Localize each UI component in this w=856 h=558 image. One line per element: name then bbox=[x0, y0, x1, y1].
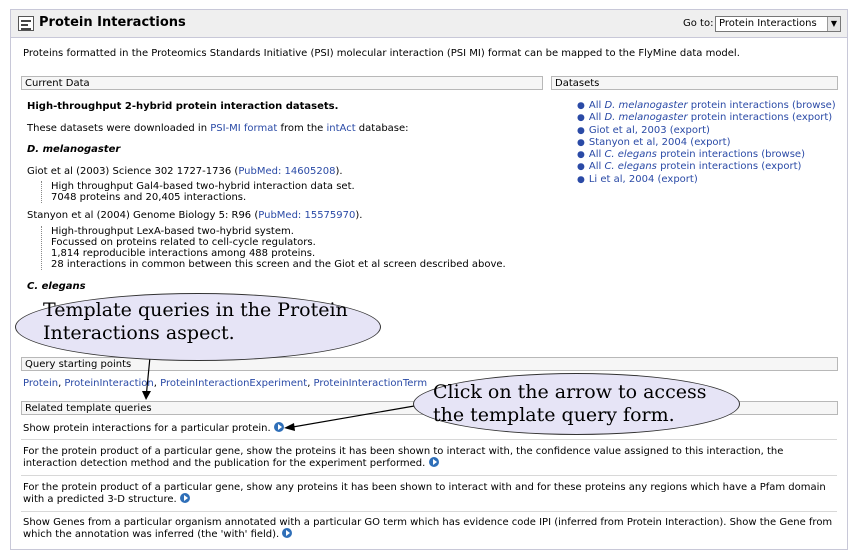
stanyon-pubmed-link[interactable]: PubMed: 15575970 bbox=[258, 210, 356, 221]
callout-text-line: Template queries in the Protein bbox=[43, 299, 348, 321]
template-query-description: For the protein product of a particular … bbox=[23, 482, 826, 505]
qsp-link-protein[interactable]: Protein bbox=[23, 378, 59, 389]
giot-detail-line: 7048 proteins and 20,405 interactions. bbox=[51, 192, 247, 203]
bullet-icon: ● bbox=[577, 150, 585, 161]
dmel-heading: D. melanogaster bbox=[27, 144, 121, 155]
dataset-item[interactable]: ● Li et al, 2004 (export) bbox=[577, 174, 836, 186]
divider bbox=[21, 511, 837, 512]
qsp-link-proteininteractionterm[interactable]: ProteinInteractionTerm bbox=[313, 378, 428, 389]
intro-text: Proteins formatted in the Proteomics Sta… bbox=[23, 48, 740, 59]
dataset-item[interactable]: ● Stanyon et al, 2004 (export) bbox=[577, 137, 836, 149]
dataset-link-pre: All bbox=[588, 161, 605, 173]
aspect-icon bbox=[18, 16, 34, 31]
datasets-heading: Datasets bbox=[551, 76, 838, 90]
callout-template-queries: Template queries in the Protein Interact… bbox=[15, 293, 381, 361]
qsp-link-proteininteraction[interactable]: ProteinInteraction bbox=[64, 378, 154, 389]
callout-text-line: Interactions aspect. bbox=[43, 322, 235, 344]
stanyon-reference: Stanyon et al (2004) Genome Biology 5: R… bbox=[27, 210, 362, 221]
download-text-post: database: bbox=[355, 123, 409, 134]
dataset-link[interactable]: Li et al, 2004 (export) bbox=[589, 174, 698, 185]
download-text-pre: These datasets were downloaded in bbox=[27, 123, 211, 134]
bullet-icon: ● bbox=[577, 162, 585, 173]
callout-arrow-access: Click on the arrow to access the templat… bbox=[413, 373, 740, 435]
celegans-heading: C. elegans bbox=[27, 281, 86, 292]
dataset-link[interactable]: All C. elegans protein interactions (exp… bbox=[589, 161, 802, 172]
chevron-down-icon[interactable]: ▼ bbox=[827, 17, 840, 31]
dataset-item[interactable]: ●All C. elegans protein interactions (ex… bbox=[577, 161, 836, 173]
current-data-subtitle: High-throughput 2-hybrid protein interac… bbox=[27, 101, 339, 112]
template-query-item: For the protein product of a particular … bbox=[23, 482, 837, 505]
stanyon-detail-line: 1,814 reproducible interactions among 48… bbox=[51, 248, 316, 259]
intact-link[interactable]: intAct bbox=[326, 123, 356, 134]
template-query-description: Show protein interactions for a particul… bbox=[23, 423, 271, 434]
stanyon-ref-text: Stanyon et al (2004) Genome Biology 5: R… bbox=[27, 210, 259, 221]
dataset-link[interactable]: All D. melanogaster protein interactions… bbox=[589, 100, 836, 111]
divider bbox=[21, 439, 837, 440]
giot-details: High throughput Gal4-based two-hybrid in… bbox=[41, 181, 355, 203]
giot-pubmed-link[interactable]: PubMed: 14605208 bbox=[238, 166, 336, 177]
dataset-link-species: C. elegans bbox=[604, 149, 657, 161]
dataset-link-pre: All bbox=[588, 149, 605, 161]
dataset-item[interactable]: ● Giot et al, 2003 (export) bbox=[577, 125, 836, 137]
bullet-icon: ● bbox=[577, 113, 585, 124]
dataset-link-species: D. melanogaster bbox=[604, 112, 688, 124]
template-query-description: Show Genes from a particular organism an… bbox=[23, 517, 833, 540]
stanyon-detail-line: Focussed on proteins related to cell-cyc… bbox=[51, 237, 316, 248]
qsp-link-proteininteractionexperiment[interactable]: ProteinInteractionExperiment bbox=[160, 378, 308, 389]
dataset-link-pre: All bbox=[588, 112, 605, 124]
panel-header: Protein Interactions Go to: Protein Inte… bbox=[11, 10, 847, 38]
datasets-list: ●All D. melanogaster protein interaction… bbox=[577, 100, 836, 186]
arrow-right-circle-icon[interactable] bbox=[428, 457, 439, 467]
download-source-text: These datasets were downloaded in PSI-MI… bbox=[27, 123, 409, 134]
stanyon-detail-line: 28 interactions in common between this s… bbox=[51, 259, 506, 270]
dataset-link-post: protein interactions (browse) bbox=[656, 149, 805, 161]
dataset-link-post: protein interactions (browse) bbox=[687, 100, 836, 111]
template-query-description: For the protein product of a particular … bbox=[23, 446, 784, 469]
arrow-right-circle-icon[interactable] bbox=[179, 493, 190, 503]
protein-interactions-panel: Protein Interactions Go to: Protein Inte… bbox=[10, 9, 848, 550]
download-text-mid: from the bbox=[277, 123, 327, 134]
page-title: Protein Interactions bbox=[39, 15, 186, 30]
dataset-link-pre: All bbox=[588, 100, 605, 111]
giot-detail-line: High throughput Gal4-based two-hybrid in… bbox=[51, 181, 355, 192]
bullet-icon: ● bbox=[577, 101, 585, 111]
arrow-right-circle-icon[interactable] bbox=[273, 422, 284, 432]
dataset-link-pre: Li et al, 2004 (export) bbox=[588, 173, 698, 185]
dataset-item[interactable]: ●All D. melanogaster protein interaction… bbox=[577, 112, 836, 124]
psi-mi-link[interactable]: PSI-MI format bbox=[210, 123, 278, 134]
callout-text-line: Click on the arrow to access bbox=[433, 381, 707, 403]
dataset-link[interactable]: All D. melanogaster protein interactions… bbox=[589, 112, 832, 123]
dataset-link-post: protein interactions (export) bbox=[687, 112, 833, 124]
template-query-item: Show protein interactions for a particul… bbox=[23, 422, 837, 434]
stanyon-detail-line: High-throughput LexA-based two-hybrid sy… bbox=[51, 226, 294, 237]
template-query-item: Show Genes from a particular organism an… bbox=[23, 517, 837, 540]
dataset-link-species: C. elegans bbox=[604, 161, 657, 173]
goto-select[interactable]: Protein Interactions ▼ bbox=[715, 16, 841, 32]
query-starting-points-links: Protein, ProteinInteraction, ProteinInte… bbox=[23, 378, 428, 389]
current-data-heading: Current Data bbox=[21, 76, 543, 90]
dataset-link-species: D. melanogaster bbox=[604, 100, 688, 111]
dataset-item[interactable]: ●All D. melanogaster protein interaction… bbox=[577, 100, 836, 112]
giot-reference: Giot et al (2003) Science 302 1727-1736 … bbox=[27, 166, 343, 177]
template-query-item: For the protein product of a particular … bbox=[23, 446, 837, 469]
goto-label: Go to: bbox=[683, 18, 714, 29]
giot-ref-end: ). bbox=[335, 166, 343, 177]
bullet-icon: ● bbox=[577, 174, 585, 185]
dataset-item[interactable]: ●All C. elegans protein interactions (br… bbox=[577, 149, 836, 161]
dataset-link[interactable]: All C. elegans protein interactions (bro… bbox=[589, 149, 805, 160]
dataset-link[interactable]: Giot et al, 2003 (export) bbox=[589, 125, 710, 136]
dataset-link-post: protein interactions (export) bbox=[656, 161, 802, 173]
dataset-link-pre: Stanyon et al, 2004 (export) bbox=[588, 136, 731, 148]
bullet-icon: ● bbox=[577, 137, 585, 148]
bullet-icon: ● bbox=[577, 125, 585, 136]
dataset-link[interactable]: Stanyon et al, 2004 (export) bbox=[589, 137, 731, 148]
arrow-right-circle-icon[interactable] bbox=[282, 528, 293, 538]
giot-ref-text: Giot et al (2003) Science 302 1727-1736 … bbox=[27, 166, 239, 177]
stanyon-details: High-throughput LexA-based two-hybrid sy… bbox=[41, 226, 506, 270]
goto-selected-value: Protein Interactions bbox=[719, 18, 817, 29]
divider bbox=[21, 475, 837, 476]
dataset-link-pre: Giot et al, 2003 (export) bbox=[588, 124, 710, 136]
callout-text-line: the template query form. bbox=[433, 404, 675, 426]
stanyon-ref-end: ). bbox=[355, 210, 363, 221]
